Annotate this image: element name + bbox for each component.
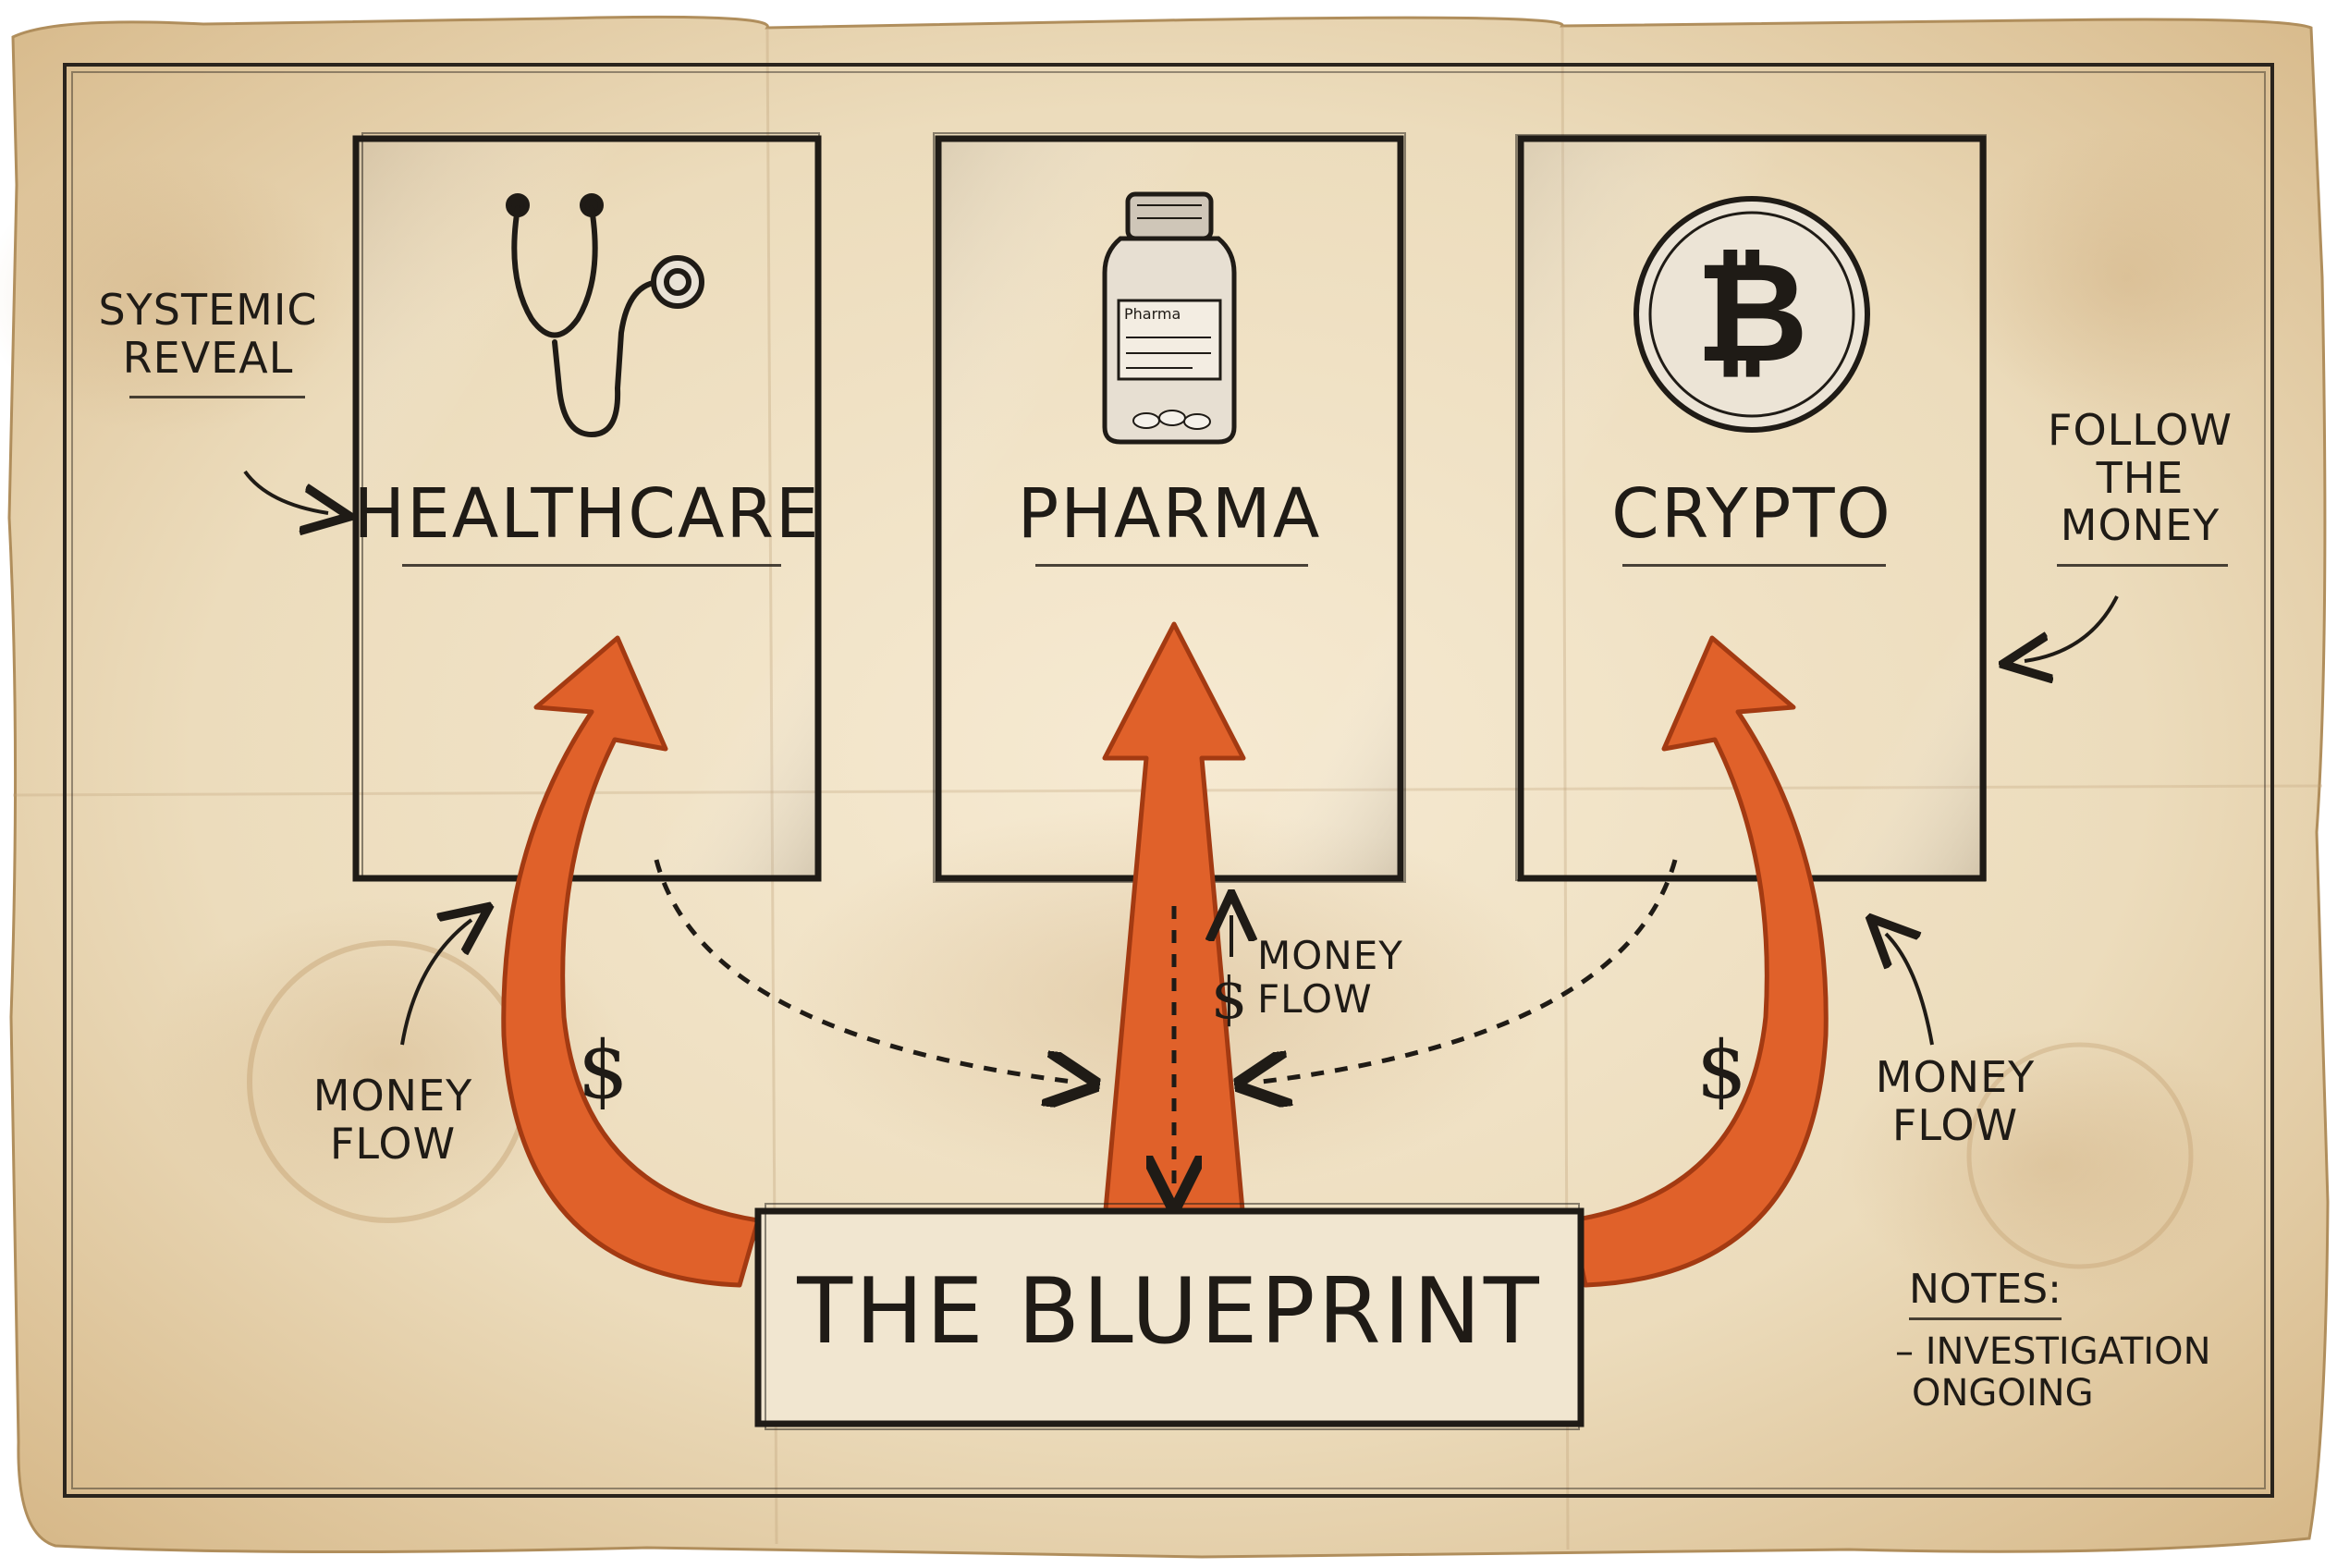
panel-label-crypto: CRYPTO [1611, 474, 1892, 554]
blueprint-box [754, 1203, 1585, 1430]
annotation-arrow-systemic [243, 470, 328, 513]
annotation-underline [2057, 564, 2228, 567]
annotation-money-flow-right: MONEY FLOW [1875, 1052, 2036, 1150]
dashed-flow-left [654, 859, 1072, 1082]
annotation-follow-the-money: FOLLOW THE MONEY [2048, 405, 2233, 551]
dashed-flow-right [1262, 859, 1678, 1082]
notes-title: NOTES: [1909, 1266, 2062, 1313]
annotation-arrow-money-right [1886, 934, 1934, 1046]
money-arrow-center [1102, 621, 1246, 1223]
coffee-stain [1960, 129, 2293, 425]
annotation-money-flow-center: MONEY FLOW [1257, 933, 1403, 1023]
annotation-underline [129, 396, 305, 398]
dollar-sign-left: $ [578, 1024, 629, 1117]
annotation-money-flow-left: MONEY FLOW [312, 1071, 473, 1169]
coffee-stain [1840, 1026, 2265, 1304]
panel-label-underline [1622, 564, 1886, 567]
annotation-arrow-follow [2025, 595, 2119, 661]
panel-label-healthcare: HEALTHCARE [353, 474, 821, 554]
notes-body: – INVESTIGATION ONGOING [1895, 1330, 2211, 1415]
inner-border [63, 63, 2274, 1498]
panel-label-pharma: PHARMA [1017, 474, 1322, 554]
bitcoin-coin-icon: ₿ [1633, 196, 1870, 433]
annotation-systemic-reveal: SYSTEMIC REVEAL [98, 285, 318, 383]
dollar-sign-center: $ [1211, 964, 1248, 1032]
annotation-arrow-money-left [400, 920, 471, 1046]
coffee-stain [0, 157, 351, 435]
money-arrow-left [501, 635, 761, 1288]
pill-bottle-icon: Pharma [1102, 191, 1237, 445]
stethoscope-icon [506, 193, 704, 438]
panel-label-underline [1035, 564, 1308, 567]
inner-border-sketch [71, 71, 2266, 1489]
dollar-sign-right: $ [1696, 1024, 1747, 1117]
svg-text:₿: ₿ [1695, 233, 1808, 394]
money-arrow-right [1569, 635, 1829, 1288]
panel-label-underline [402, 564, 781, 567]
blueprint-title: THE BLUEPRINT [797, 1259, 1542, 1365]
svg-text:Pharma: Pharma [1124, 305, 1181, 323]
notes-underline [1909, 1317, 2062, 1320]
cup-ring [1966, 1042, 2194, 1269]
